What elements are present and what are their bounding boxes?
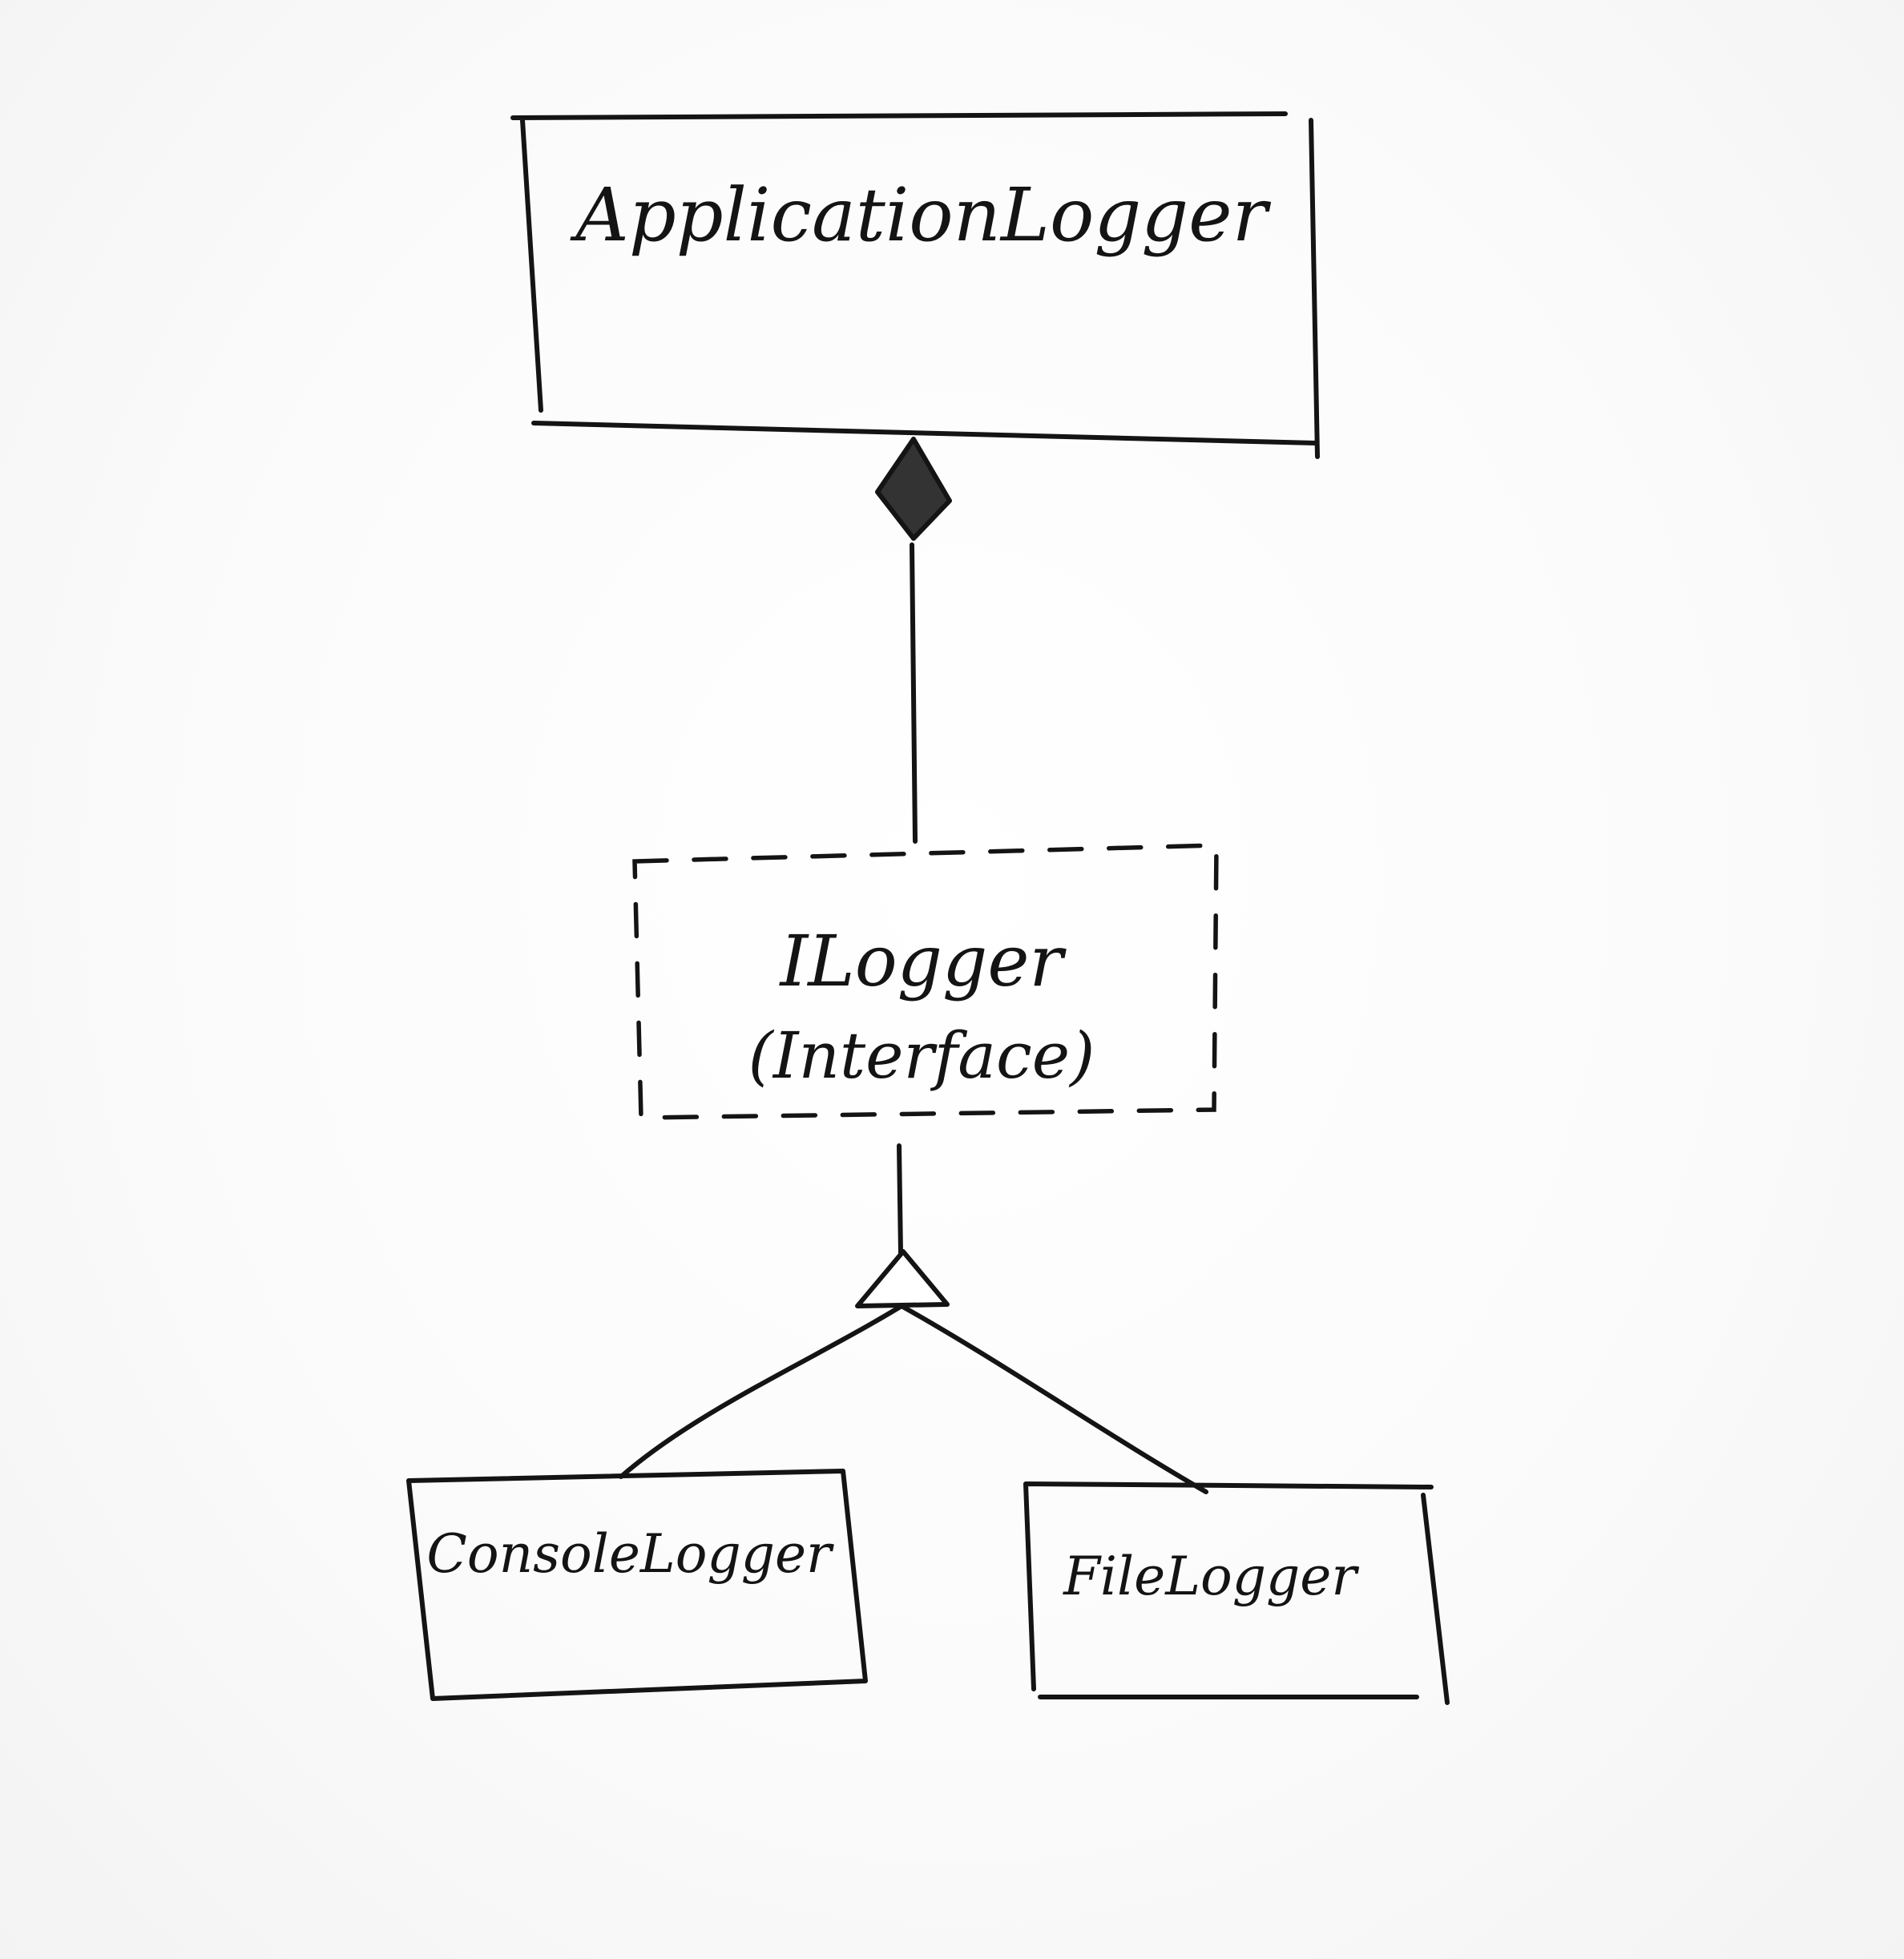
branch-to-file-logger xyxy=(899,1304,1208,1494)
composition-line xyxy=(910,542,918,844)
branch-to-console-logger xyxy=(619,1304,904,1479)
console-logger-label: ConsoleLogger xyxy=(426,1523,834,1585)
realization-stem-line xyxy=(897,1143,903,1256)
application-logger-label: ApplicationLogger xyxy=(569,172,1271,258)
composition-association xyxy=(875,437,952,844)
ilogger-dashed-box xyxy=(632,843,1219,1120)
hollow-triangle-icon xyxy=(855,1249,950,1308)
ilogger-stereotype: (Interface) xyxy=(748,1018,1095,1093)
application-logger-class[interactable]: ApplicationLogger xyxy=(510,111,1320,459)
realization-generalization xyxy=(619,1143,1208,1494)
file-logger-label: FileLogger xyxy=(1063,1546,1359,1607)
file-logger-class[interactable]: FileLogger xyxy=(1023,1481,1450,1705)
ilogger-interface[interactable]: ILogger (Interface) xyxy=(632,843,1219,1120)
console-logger-box xyxy=(406,1469,868,1701)
file-logger-box xyxy=(1023,1481,1450,1705)
application-logger-box xyxy=(510,111,1320,459)
filled-diamond-icon xyxy=(875,437,952,541)
ilogger-name: ILogger xyxy=(779,920,1067,1002)
console-logger-class[interactable]: ConsoleLogger xyxy=(406,1469,868,1701)
